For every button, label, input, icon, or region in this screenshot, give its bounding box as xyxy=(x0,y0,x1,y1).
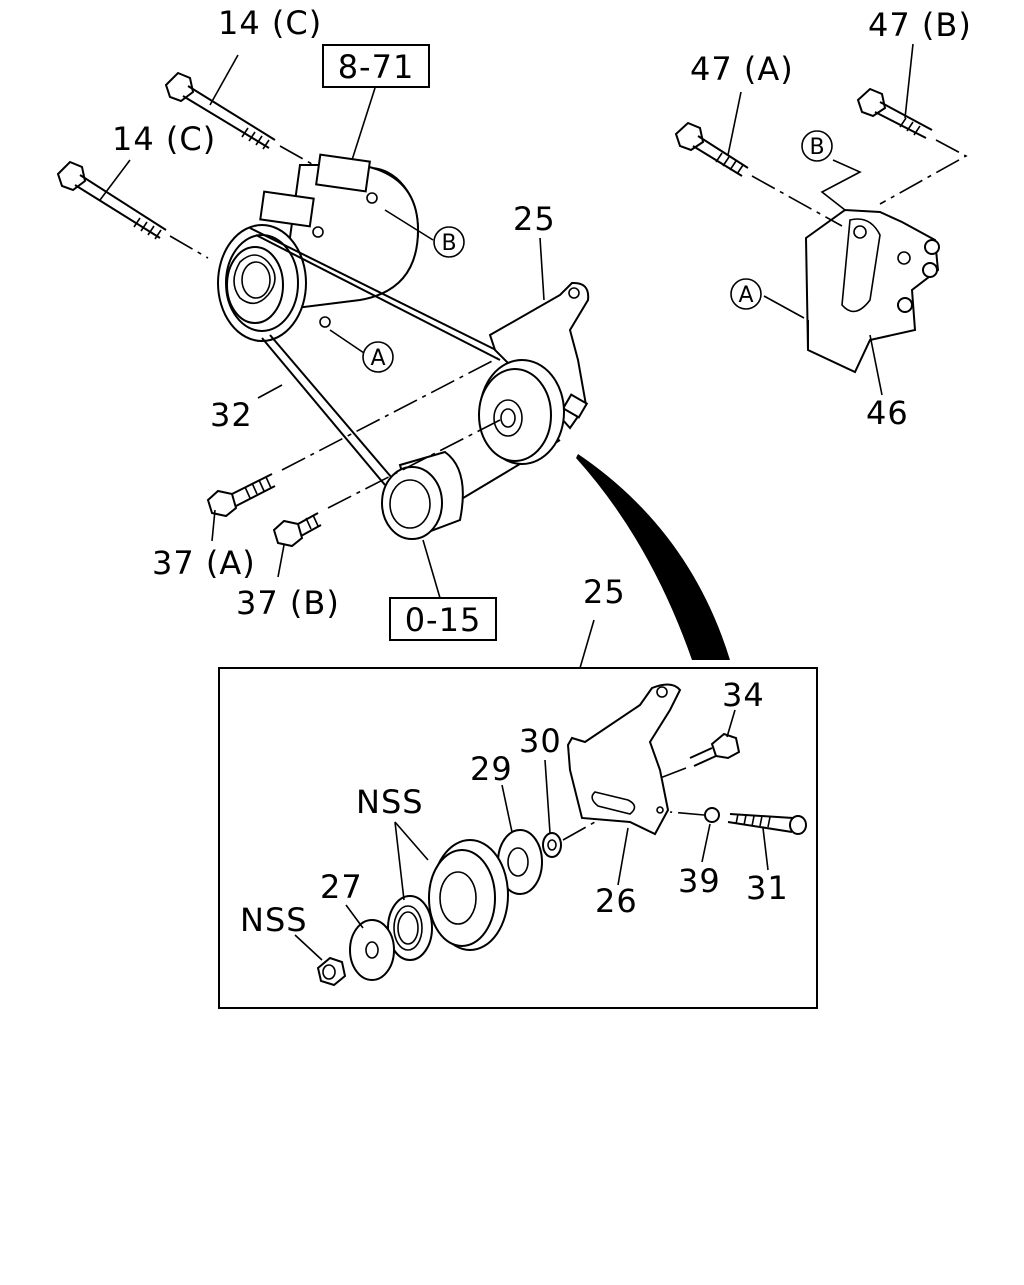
label-46: 46 xyxy=(866,394,909,432)
detail-arrow xyxy=(576,454,730,660)
label-14c-left: 14 (C) xyxy=(112,120,216,158)
label-37b: 37 (B) xyxy=(236,584,340,622)
label-47a: 47 (A) xyxy=(690,50,794,88)
leaders-detail xyxy=(294,709,769,961)
label-30: 30 xyxy=(519,722,562,760)
label-26: 26 xyxy=(595,882,638,920)
svg-text:B: B xyxy=(441,231,456,256)
washer-27 xyxy=(349,919,395,981)
label-37a: 37 (A) xyxy=(152,544,256,582)
ref-box-0-15 xyxy=(389,597,497,641)
bracket-46 xyxy=(804,208,940,374)
label-nss-upper: NSS xyxy=(356,783,424,821)
detail-box xyxy=(218,667,818,1009)
callout-a-bracket: A xyxy=(730,278,762,310)
label-34: 34 xyxy=(722,676,765,714)
label-nss-lower: NSS xyxy=(240,901,308,939)
leaders-upper xyxy=(99,43,914,599)
bolt-14c-left xyxy=(56,160,209,259)
bolt-47b xyxy=(856,87,968,205)
label-14c-top: 14 (C) xyxy=(218,4,322,42)
bolt-47a xyxy=(674,121,843,227)
compressor xyxy=(217,153,420,342)
callout-b-leader-right xyxy=(820,159,862,211)
bracket-26 xyxy=(566,683,682,836)
washer-39 xyxy=(669,807,720,823)
bolt-37a xyxy=(206,357,499,518)
label-39: 39 xyxy=(678,862,721,900)
callout-a-compressor: A xyxy=(362,341,394,373)
label-ref-0-15: 0-15 xyxy=(405,601,482,639)
label-ref-8-71: 8-71 xyxy=(338,48,415,86)
label-27: 27 xyxy=(320,868,363,906)
label-47b: 47 (B) xyxy=(868,6,972,44)
label-25-upper: 25 xyxy=(513,200,556,238)
idler-pulley-upper xyxy=(478,359,565,465)
bracket-25-upper xyxy=(488,281,590,430)
svg-text:A: A xyxy=(370,346,385,371)
label-25-detail: 25 xyxy=(583,573,626,611)
leader-25-detail xyxy=(579,619,595,669)
label-32: 32 xyxy=(210,396,253,434)
svg-text:A: A xyxy=(738,283,753,308)
nut-nss xyxy=(316,956,347,987)
callout-b-compressor: B xyxy=(433,226,465,258)
label-29: 29 xyxy=(470,750,513,788)
bolt-31 xyxy=(727,813,807,835)
bolt-34 xyxy=(659,732,741,779)
pulley-nss xyxy=(428,839,509,951)
callout-b-bracket: B xyxy=(801,130,833,162)
svg-text:B: B xyxy=(809,135,824,160)
label-31: 31 xyxy=(746,869,789,907)
ref-box-8-71 xyxy=(322,44,430,88)
washer-29 xyxy=(497,829,543,895)
bolt-14c-top xyxy=(164,71,313,165)
idler-pulley-lower xyxy=(381,450,464,540)
spacer-30 xyxy=(542,821,596,858)
bolt-37b xyxy=(272,419,501,548)
